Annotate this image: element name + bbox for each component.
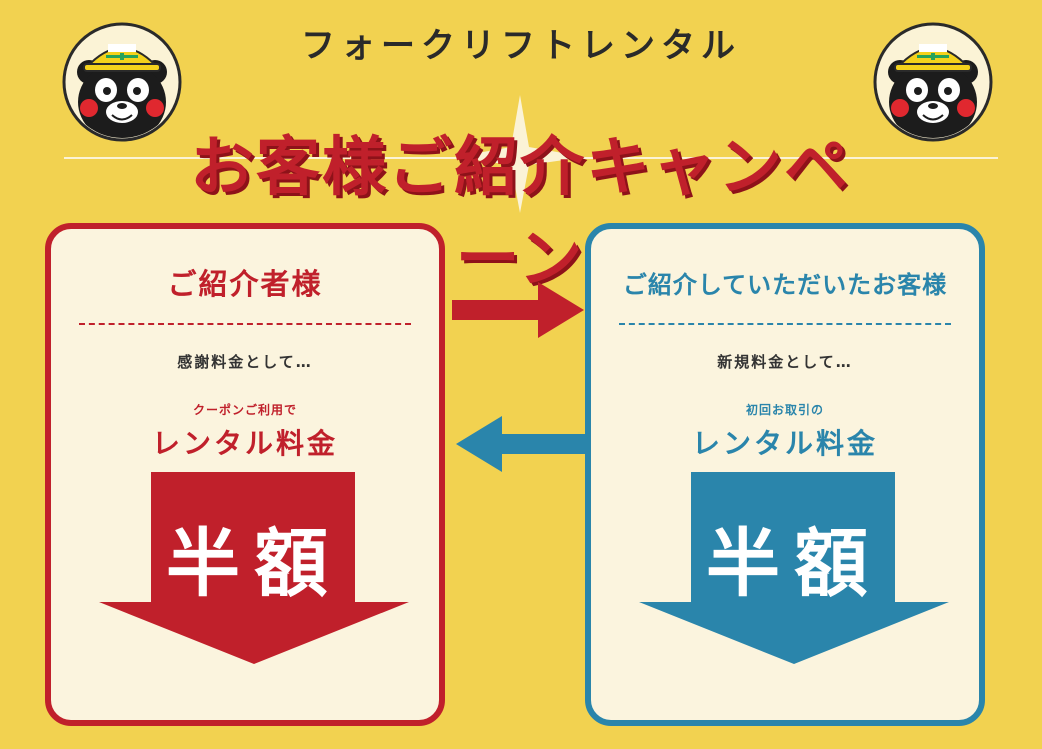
arrow-down-icon	[639, 472, 949, 664]
mascot-right	[873, 22, 993, 142]
dashed-divider	[619, 323, 951, 325]
arrow-right-icon	[452, 282, 584, 338]
dashed-divider	[79, 323, 411, 325]
mascot-bear-icon	[873, 22, 993, 142]
referrer-coupon-note: クーポンご利用で	[192, 403, 297, 417]
referrer-panel: ご紹介者様 感謝料金として… クーポンご利用で レンタル料金 半額	[45, 223, 445, 726]
referred-rental-fee: レンタル料金	[691, 427, 878, 460]
referred-subtext: 新規料金として…	[717, 353, 853, 371]
referred-customer-panel: ご紹介していただいたお客様 新規料金として… 初回お取引の レンタル料金 半額	[585, 223, 985, 726]
referrer-heading: ご紹介者様	[167, 267, 323, 301]
divider-line-right	[578, 157, 998, 159]
divider-line-left	[64, 157, 464, 159]
mascot-left	[62, 22, 182, 142]
referred-half-price-arrow: 半額	[639, 472, 949, 664]
arrow-left-icon	[456, 416, 588, 472]
top-title: フォークリフトレンタル	[301, 26, 741, 66]
referred-heading: ご紹介していただいたお客様	[622, 271, 948, 299]
referrer-rental-fee: レンタル料金	[151, 427, 338, 460]
referred-first-deal-note: 初回お取引の	[745, 403, 824, 417]
mascot-bear-icon	[62, 22, 182, 142]
referrer-subtext: 感謝料金として…	[177, 353, 313, 371]
campaign-title: お客様ご紹介キャンペーン	[190, 131, 850, 297]
sparkle-icon	[455, 95, 585, 213]
arrow-down-icon	[99, 472, 409, 664]
referred-half-price: 半額	[706, 521, 882, 607]
referrer-half-price-arrow: 半額	[99, 472, 409, 664]
referrer-half-price: 半額	[166, 521, 342, 607]
